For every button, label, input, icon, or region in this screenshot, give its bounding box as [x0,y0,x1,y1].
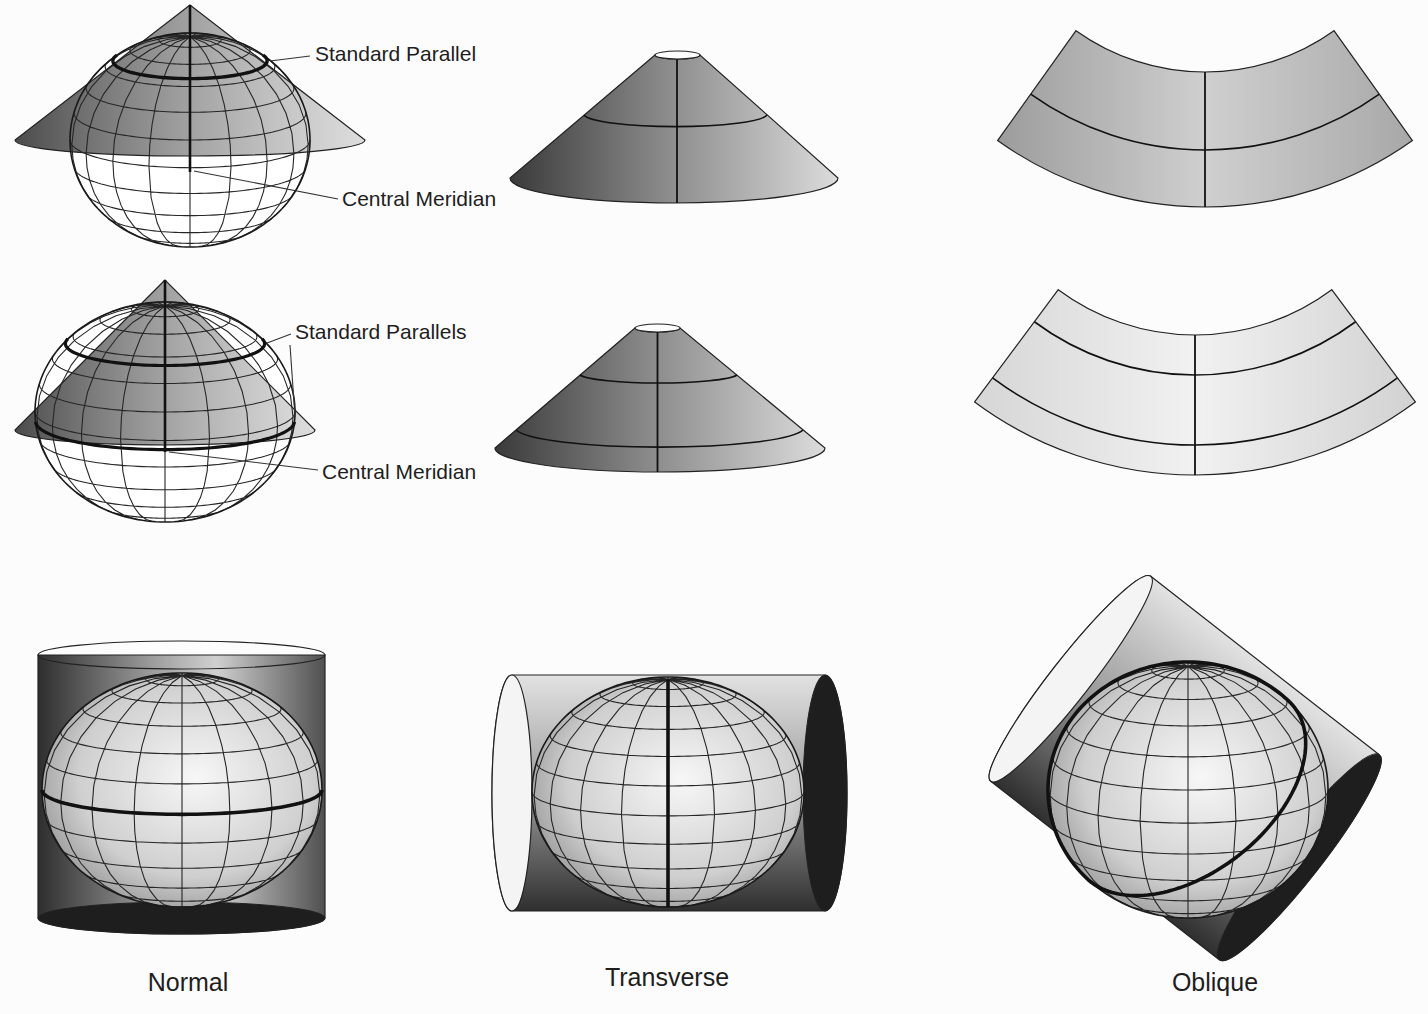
cone-cut [655,51,700,59]
fan-central-meridian [1204,72,1206,207]
cylinder-rim [492,675,532,911]
unrolled-cone [495,328,825,472]
globe-grid [42,673,322,907]
callout-label: Standard Parallels [295,320,467,344]
leader-line [169,452,318,470]
label-anchor: Central Meridian [322,460,476,484]
panel-caption: Transverse [605,963,729,992]
oblique-cylinder [975,564,1397,973]
globe-disc [532,677,804,907]
globe-grid [532,677,804,907]
unrolled-cone [510,55,838,203]
cylindrical-row [38,564,1397,973]
globe-outline [42,673,322,907]
cylinder-end [803,675,847,911]
globe-outline [1048,662,1328,918]
cylinder-rim [38,641,325,669]
leader-line [270,56,310,61]
graticule [1048,662,1328,918]
panel-caption: Normal [148,968,229,997]
callout-label: Central Meridian [322,460,476,484]
leader-line [290,345,295,417]
globe-disc [1048,662,1328,918]
cone-parallel [516,430,803,447]
label-anchor: Standard Parallels [295,320,467,344]
globe-disc [42,673,322,907]
cylinder-body [38,655,325,934]
graticule [42,673,322,907]
globe-grid [1048,662,1328,918]
fan-central-meridian [1194,335,1196,475]
leader-line [194,171,338,199]
cone-parallel [580,375,737,383]
globe-body [1048,662,1328,918]
label-anchor: Standard Parallel [315,42,476,66]
cone-cut [635,324,680,332]
cylinder-body [492,675,847,911]
central-meridian [189,5,192,172]
tangent-line [1048,662,1306,896]
label-anchor: Oblique [1172,968,1258,997]
cone-parallel [584,115,767,127]
panel-caption: Oblique [1172,968,1258,997]
globe-body [42,673,322,907]
label-anchor: Normal [148,968,229,997]
cone-central-meridian [676,59,678,203]
label-anchor: Transverse [605,963,729,992]
globe-body [532,677,804,907]
tangent-line [666,680,670,907]
fan-sheet [975,290,1416,475]
fan-sheet [998,31,1413,207]
label-anchor: Central Meridian [342,187,496,211]
graticule [532,677,804,907]
callout-label: Central Meridian [342,187,496,211]
conic-tangent-row [15,5,1412,247]
callout-label: Standard Parallel [315,42,476,66]
globe-outline [532,677,804,907]
leader-line [267,334,291,343]
tangent-line [42,790,322,814]
conic-secant-row [15,280,1415,522]
cylinder-body [975,564,1397,973]
central-meridian [164,280,167,452]
cone-central-meridian [657,332,659,472]
